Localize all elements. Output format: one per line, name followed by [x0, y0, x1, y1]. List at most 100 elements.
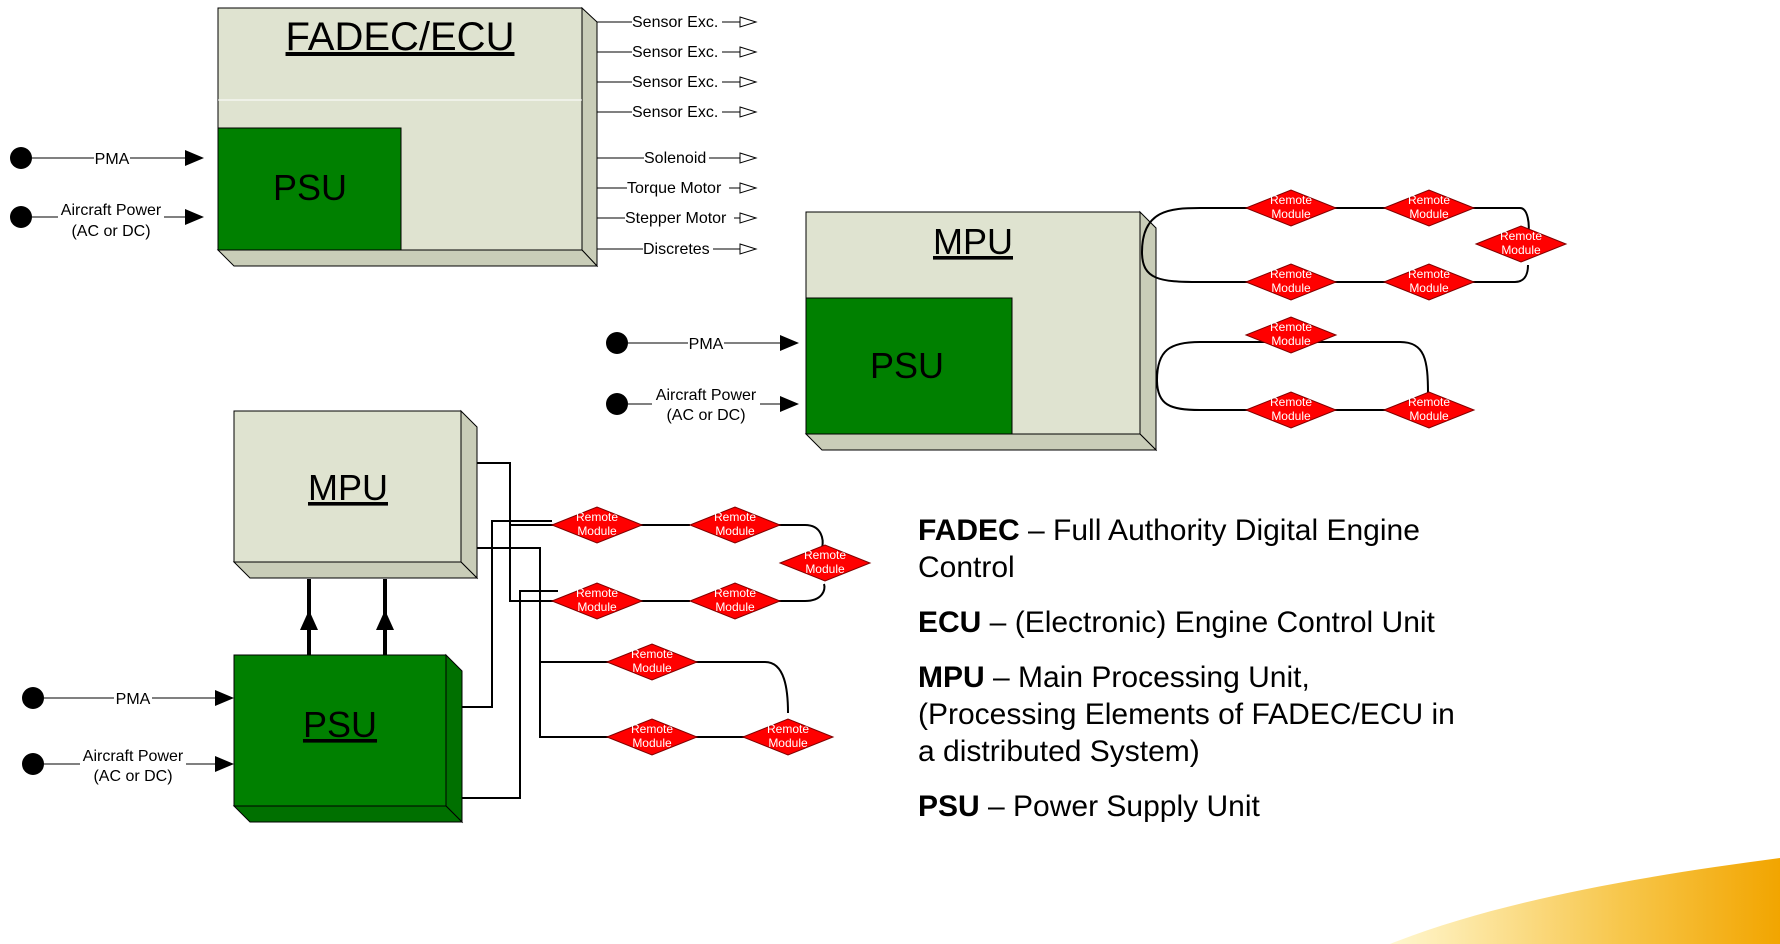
fadec-pma-arrow [185, 150, 204, 166]
mpu-right-bus-top-return [1141, 251, 1529, 283]
legend: FADEC – Full Authority Digital Engine Co… [918, 512, 1458, 843]
svg-text:Module: Module [632, 661, 672, 675]
remote-module: Remote Module [1382, 391, 1476, 429]
remote-module: Remote Module [605, 643, 699, 681]
fadec-output-label: Discretes [643, 241, 710, 258]
mpu-right-aircraft-power-arrow [780, 396, 799, 412]
mpu-right-bus-bottom-return [1156, 379, 1430, 411]
output-arrow-icon [739, 152, 758, 164]
mpu-right-pma-arrow [780, 335, 799, 351]
svg-text:Remote: Remote [576, 586, 618, 600]
remote-module: Remote Module [1244, 391, 1338, 429]
mpu-left-aircraft-power-terminal [22, 753, 44, 775]
svg-text:Module: Module [715, 524, 755, 538]
remote-module: Remote Module [1382, 189, 1476, 227]
remote-module: Remote Module [605, 718, 699, 756]
psu-to-mpu-arrow [300, 610, 318, 630]
svg-text:Remote: Remote [1408, 267, 1450, 281]
fadec-output-label: Solenoid [644, 150, 706, 167]
output-arrow-icon [739, 212, 758, 224]
legend-definition: – (Electronic) Engine Control Unit [981, 606, 1435, 639]
svg-text:Remote: Remote [1408, 193, 1450, 207]
output-arrow-icon [739, 16, 758, 28]
output-arrow-icon [739, 46, 758, 58]
mpu-right-aircraft-power-label: Aircraft Power [656, 387, 757, 404]
svg-text:Remote: Remote [1270, 193, 1312, 207]
fadec-pma-terminal [10, 147, 32, 169]
mpu-right-psu [805, 297, 1013, 435]
fadec-output-label: Sensor Exc. [632, 44, 718, 61]
mpu-left-pma-label: PMA [116, 691, 151, 708]
svg-text:Module: Module [577, 524, 617, 538]
remote-module: Remote Module [688, 506, 782, 544]
corner-swoosh-decoration [1390, 858, 1780, 944]
svg-text:Module: Module [805, 562, 845, 576]
fadec-output-label: Sensor Exc. [632, 104, 718, 121]
remote-module: Remote Module [741, 718, 835, 756]
output-arrow-icon [739, 182, 758, 194]
legend-item-fadec: FADEC – Full Authority Digital Engine Co… [918, 512, 1458, 586]
mpu-right-aircraft-power-terminal [606, 393, 628, 415]
fadec-output-label: Sensor Exc. [632, 74, 718, 91]
remote-module: Remote Module [550, 582, 644, 620]
svg-text:Module: Module [1271, 207, 1311, 221]
remote-module: Remote Module [1244, 316, 1338, 354]
remote-module: Remote Module [1382, 263, 1476, 301]
svg-text:Remote: Remote [714, 586, 756, 600]
mpu-left-aircraft-power-sublabel: (AC or DC) [93, 768, 172, 785]
mpu-left-pma-arrow [215, 690, 234, 706]
fadec-aircraft-power-sublabel: (AC or DC) [71, 223, 150, 240]
svg-text:Remote: Remote [1270, 267, 1312, 281]
mpu-right-title: MPU [933, 221, 1013, 262]
svg-text:Remote: Remote [576, 510, 618, 524]
legend-item-psu: PSU – Power Supply Unit [918, 788, 1458, 825]
mpu-right-psu-label: PSU [870, 345, 944, 386]
svg-text:Remote: Remote [1408, 395, 1450, 409]
fadec-ecu-block: FADEC/ECU PSU PMA Aircraft Power (AC or … [10, 6, 758, 268]
output-arrow-icon [739, 76, 758, 88]
fadec-title: FADEC/ECU [286, 15, 515, 59]
remote-modules: Remote Module Remote Module Remote Modul… [550, 189, 1568, 756]
svg-text:Module: Module [632, 736, 672, 750]
mpu-left-psu-bottom [232, 805, 464, 823]
svg-text:Remote: Remote [714, 510, 756, 524]
remote-module: Remote Module [1244, 263, 1338, 301]
mpu-left-psu-label: PSU [303, 704, 377, 745]
fadec-output-label: Torque Motor [627, 180, 722, 197]
svg-text:Module: Module [1409, 281, 1449, 295]
svg-text:Module: Module [1271, 281, 1311, 295]
mpu-left-title: MPU [308, 467, 388, 508]
mpu-left-box-side [460, 409, 478, 580]
svg-text:Module: Module [577, 600, 617, 614]
svg-text:Remote: Remote [631, 647, 673, 661]
fadec-box-bottom [216, 249, 599, 267]
legend-term: FADEC [918, 514, 1020, 547]
fadec-output-list: Sensor Exc. Sensor Exc. Sensor Exc. Sens… [597, 14, 758, 258]
mpu-left-block: MPU PSU PMA Aircraft Power (AC or DC) [22, 409, 826, 824]
svg-text:Module: Module [715, 600, 755, 614]
svg-text:Remote: Remote [1270, 320, 1312, 334]
remote-module: Remote Module [1474, 225, 1568, 263]
mpu-right-pma-terminal [606, 332, 628, 354]
svg-text:Module: Module [1271, 334, 1311, 348]
fadec-psu [217, 127, 402, 251]
mpu-left-bus-wires [462, 462, 826, 799]
fadec-aircraft-power-arrow [185, 209, 204, 225]
fadec-psu-label: PSU [273, 167, 347, 208]
svg-text:Module: Module [1409, 409, 1449, 423]
legend-definition: – Full Authority Digital Engine Control [918, 514, 1420, 584]
fadec-box-side [581, 6, 598, 268]
legend-term: ECU [918, 606, 982, 639]
legend-item-ecu: ECU – (Electronic) Engine Control Unit [918, 604, 1458, 641]
mpu-right-block: MPU PSU PMA Aircraft Power (AC or DC) [606, 207, 1530, 452]
mpu-left-box-face [233, 410, 462, 563]
mpu-right-pma-label: PMA [689, 336, 724, 353]
mpu-right-bus-top [1141, 207, 1530, 253]
remote-module: Remote Module [550, 506, 644, 544]
remote-module: Remote Module [688, 582, 782, 620]
svg-text:Remote: Remote [631, 722, 673, 736]
fadec-aircraft-power-label: Aircraft Power [61, 202, 162, 219]
output-arrow-icon [739, 106, 758, 118]
fadec-aircraft-power-terminal [10, 206, 32, 228]
